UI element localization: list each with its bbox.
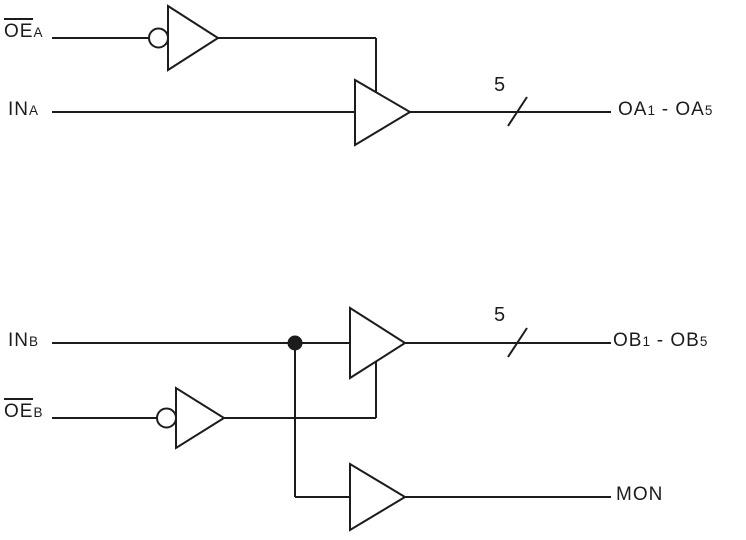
oe-a-label-subscript: A (33, 25, 43, 40)
bus-b-slash (507, 327, 528, 358)
mon-buffer (349, 462, 407, 532)
oe-b-label: OEB (4, 398, 43, 424)
oe-a-label: OEA (4, 18, 43, 44)
bus-a-width-label: 5 (494, 74, 507, 96)
in-a-label-subscript: A (29, 103, 39, 118)
oe-a-buffer (167, 4, 220, 72)
channel-b-output-buffer (349, 306, 407, 380)
oe-b-label-overlined-text: OE (4, 398, 34, 421)
oe-a-inverter-bubble (148, 27, 169, 49)
oe-a-label-overlined-text: OE (4, 18, 34, 41)
oe-b-label-subscript: B (33, 405, 43, 420)
ob-output-label: OB1 - OB5 (613, 330, 708, 351)
mon-label: MON (616, 484, 664, 505)
bus-b-width-label: 5 (494, 304, 507, 326)
channel-a-output-buffer (354, 78, 412, 147)
oe-b-inverter-bubble (156, 407, 177, 429)
in-b-label: INB (8, 330, 39, 351)
oa-output-label: OA1 - OA5 (618, 99, 713, 120)
bus-a-slash (507, 96, 528, 127)
in-b-label-subscript: B (29, 334, 39, 349)
oe-b-buffer (175, 386, 226, 450)
in-a-label: INA (8, 99, 39, 120)
